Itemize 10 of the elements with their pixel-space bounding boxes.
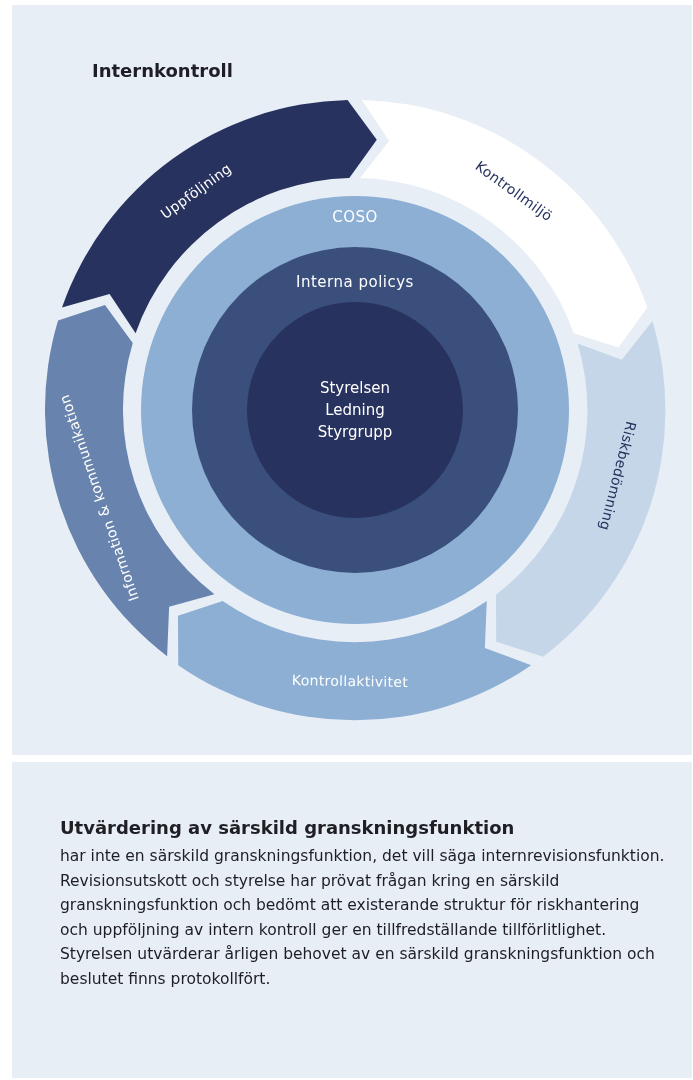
center-label: Styrelsen Ledning Styrgrupp — [316, 378, 394, 443]
cycle-arrow-segment — [178, 600, 532, 720]
cycle-arrow-segment — [495, 320, 665, 657]
body-paragraph: har inte en särskild granskningsfunktion, det vill säga internrevisionsfunktion. Revisionsutskott och styrelse har prövat frågan kring en särskild granskningsfunktion och bedömt att existerande struktur för riskhantering och uppföljning av intern kontroll ger en tillfredställande tillförlitlighet. Styrelsen utvärderar årligen behovet av en särskild granskningsfunktion och beslutet finns protokollfört. — [60, 846, 666, 990]
section-heading: Utvärdering av särskild granskningsfunktion — [60, 817, 515, 838]
diagram-title: Internkontroll — [92, 60, 233, 81]
ring-label: COSO — [332, 208, 378, 226]
ring-label: Interna policys — [296, 273, 414, 291]
segment-label: Kontrollaktivitet — [292, 671, 409, 690]
cycle-arrow-segment — [45, 305, 215, 657]
